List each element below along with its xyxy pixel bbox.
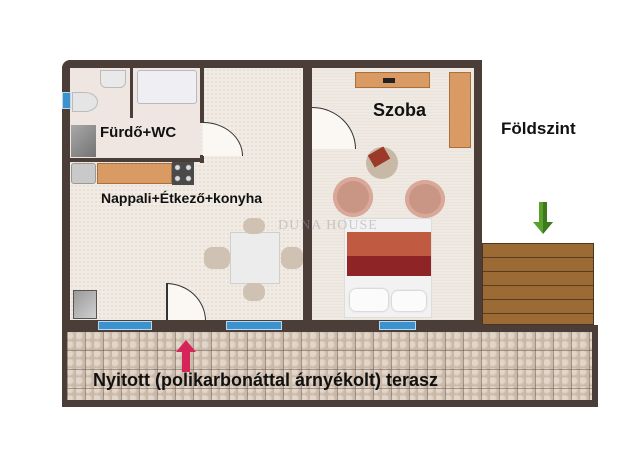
room-label-living: Nappali+Étkező+konyha — [101, 190, 263, 206]
bathtub-icon — [137, 70, 197, 104]
bathroom-bottom-wall — [70, 158, 204, 162]
entrance-arrow-up-icon — [176, 340, 196, 372]
tv-icon — [383, 78, 395, 83]
dining-chair-left — [204, 247, 230, 269]
entrance-arrow-down-icon — [533, 202, 553, 234]
room-label-terrace: Nyitott (polikarbonáttal árnyékolt) tera… — [93, 370, 439, 390]
partition-wall-top — [303, 68, 312, 112]
pillow-left — [350, 289, 388, 311]
wooden-deck — [482, 243, 594, 325]
kitchen-sink-icon — [71, 163, 96, 184]
dining-chair-right — [281, 247, 303, 269]
bathroom-right-wall-top — [200, 68, 204, 123]
watermark: DUNA HOUSE — [278, 218, 378, 233]
bed-blanket-bottom — [347, 256, 431, 276]
armchair-left — [333, 177, 373, 217]
front-door[interactable] — [166, 283, 206, 321]
toilet-icon — [72, 92, 98, 112]
pillow-right — [392, 291, 426, 311]
bathroom-inner-wall — [130, 68, 133, 118]
wardrobe — [449, 72, 471, 148]
bed-blanket-top — [347, 232, 431, 256]
stove-icon — [172, 162, 194, 185]
room-label-bedroom: Szoba — [373, 100, 427, 120]
fridge-icon — [73, 290, 97, 319]
dining-chair-top — [243, 218, 265, 234]
living-window-3 — [226, 321, 282, 330]
partition-wall-bottom — [303, 150, 312, 322]
kitchen-counter — [97, 163, 172, 184]
bathroom-window — [62, 92, 71, 109]
bathroom-sink-icon — [100, 70, 126, 88]
level-label: Földszint — [501, 119, 576, 138]
armchair-right — [405, 180, 445, 218]
bedroom-window-2 — [379, 321, 416, 330]
dining-table — [230, 232, 280, 284]
room-label-bathroom: Fürdő+WC — [100, 124, 177, 141]
dining-chair-bottom — [243, 283, 265, 301]
terrace-floor — [67, 332, 592, 400]
living-window-2 — [98, 321, 152, 330]
washing-machine-icon — [71, 125, 96, 157]
